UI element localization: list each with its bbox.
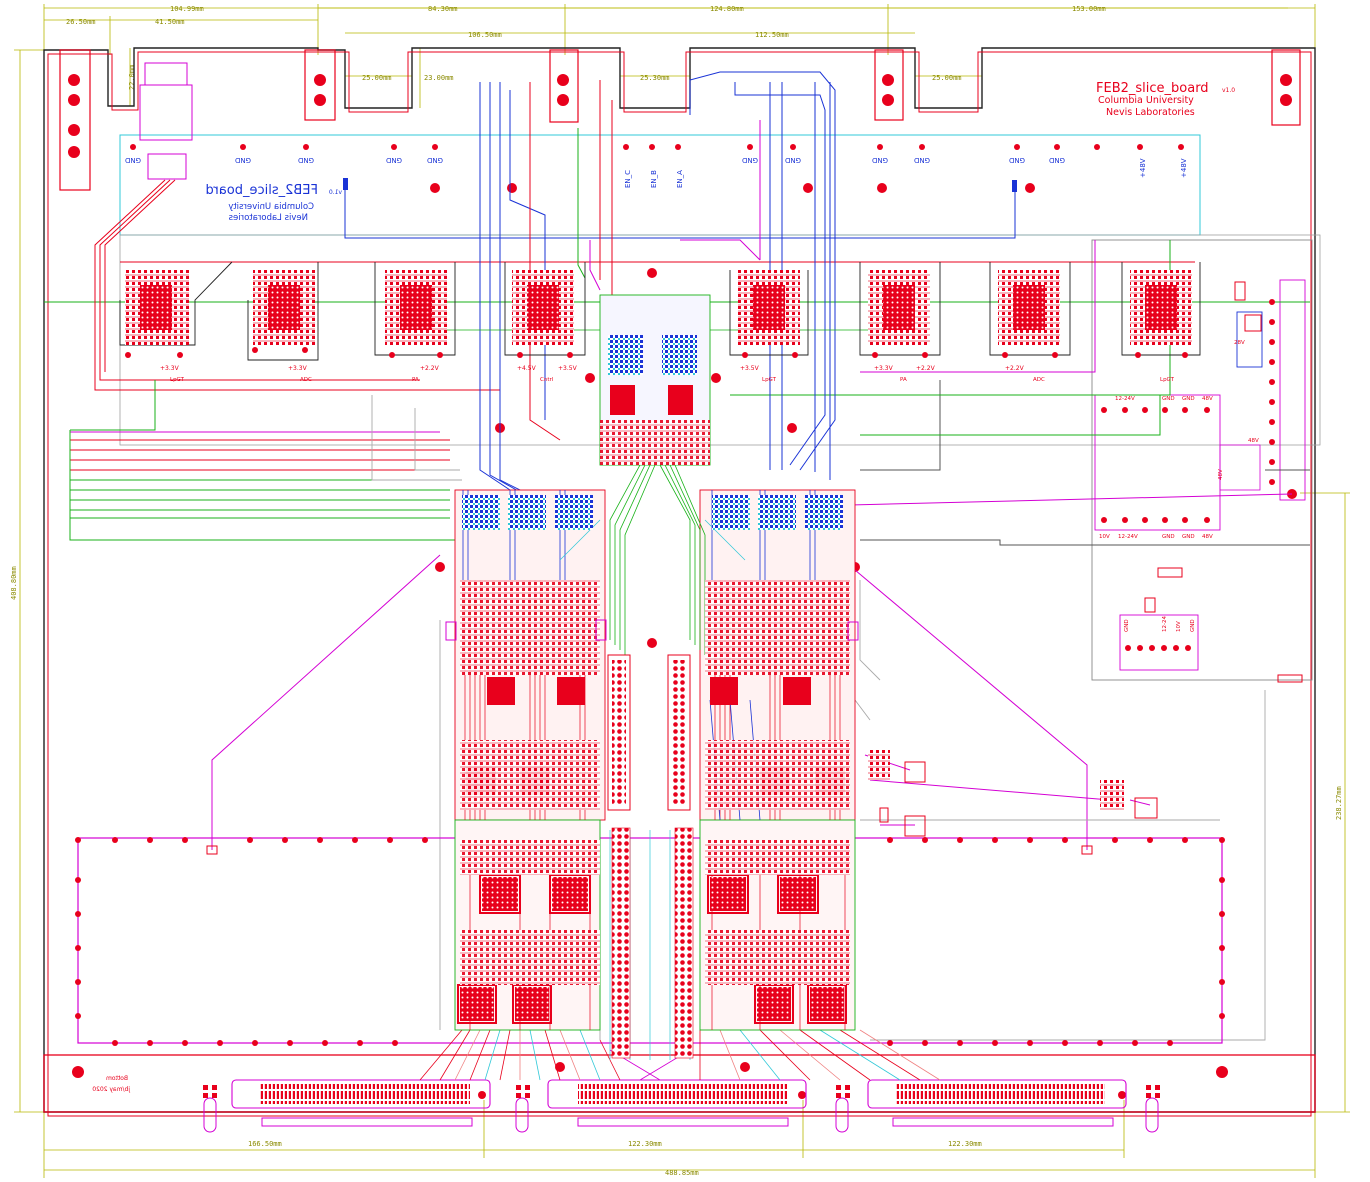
mirror-title: FEB2_slice_board (205, 183, 318, 198)
dim-25-00-a: 25.00mm (362, 74, 392, 82)
fanout-traces (419, 1029, 941, 1081)
reg-voltage: +3.3V (874, 365, 894, 372)
side-label: 48V (1248, 438, 1259, 444)
board-version: v1.0 (1222, 87, 1235, 94)
mirror-version: v1.0 (329, 189, 342, 196)
reg-voltage: +4.5V (517, 365, 537, 372)
bottom-edge-connectors (43, 1054, 1316, 1133)
dim-106-50: 106.50mm (468, 31, 502, 39)
reg-sub-label: ADC (300, 377, 312, 383)
dim-238-27: 238.27mm (1335, 786, 1343, 820)
diagonal-traces (211, 239, 1151, 850)
conn-label: GND (1182, 396, 1195, 402)
dim-26-50: 26.50mm (66, 18, 96, 26)
plus48-label: +48V (1180, 158, 1188, 178)
gnd-label: GND (386, 156, 402, 164)
conn-label: 12-24V (1118, 534, 1138, 540)
conn-label: GND (1162, 534, 1175, 540)
conn-label: 48V (1202, 534, 1213, 540)
gnd-label: GND (235, 156, 251, 164)
gnd-label: GND (872, 156, 888, 164)
reg-voltage: +2.2V (916, 365, 936, 372)
dim-25-30: 25.30mm (640, 74, 670, 82)
title-block: FEB2_slice_board v1.0 Columbia Universit… (92, 81, 1235, 1093)
reg-sub-label: LpGT (170, 377, 185, 383)
gnd-pads (130, 144, 1184, 150)
dim-84-30: 84.30mm (428, 5, 458, 13)
dim-166-50: 166.50mm (248, 1140, 282, 1148)
footer-line2: jb/may 2020 (92, 1086, 131, 1093)
footer-line1: Bottom (106, 1075, 128, 1082)
dim-122-30-b: 122.30mm (948, 1140, 982, 1148)
dim-153-00: 153.00mm (1072, 5, 1106, 13)
dim-22-0: 22.0mm (128, 65, 136, 90)
conn-label: 48V (1202, 396, 1213, 402)
gnd-label: GND (427, 156, 443, 164)
reg-voltage: +3.3V (160, 365, 180, 372)
top-connectors (59, 49, 1301, 191)
reg-sub-label: PA (900, 377, 907, 383)
dim-23-00: 23.00mm (424, 74, 454, 82)
term-label: GND (1124, 619, 1130, 632)
gnd-labels: GND GND GND GND GND GND GND GND GND GND … (125, 156, 1188, 188)
term-label: 12-24 (1162, 616, 1168, 632)
mirror-org2: Nevis Laboratories (228, 213, 308, 223)
reg-voltage: +3.5V (558, 365, 578, 372)
gnd-label: GND (914, 156, 930, 164)
org-line1: Columbia University (1098, 95, 1194, 106)
dim-112-50: 112.50mm (755, 31, 789, 39)
reg-voltage: +3.3V (288, 365, 308, 372)
silkscreen-outlines (119, 134, 1321, 681)
dimension-labels: 26.50mm 104.99mm 41.50mm 84.30mm 106.50m… (10, 5, 1343, 1177)
reg-sub-label: Cntrl (540, 377, 554, 383)
reg-voltage: +2.2V (420, 365, 440, 372)
conn-label: 10V (1099, 534, 1110, 540)
side-label: 28V (1234, 340, 1245, 346)
dim-408-80: 408.80mm (10, 566, 18, 600)
plus48-label: +48V (1139, 158, 1147, 178)
side-label: 48V (1218, 469, 1224, 480)
conn-label: GND (1182, 534, 1195, 540)
gnd-label: GND (1049, 156, 1065, 164)
dim-488-85: 488.85mm (665, 1169, 699, 1177)
enable-label: EN_C (624, 170, 632, 188)
connector-frame (75, 837, 1225, 1046)
reg-voltage: +2.2V (1005, 365, 1025, 372)
board-inner-outline (47, 51, 1312, 1117)
power-input-block: 12-24V GND GND 48V 10V 12-24V GND GND 48… (343, 178, 1303, 837)
dimension-lines (14, 4, 1350, 1178)
term-label: GND (1190, 619, 1196, 632)
dim-122-30-a: 122.30mm (628, 1140, 662, 1148)
reg-sub-label: ADC (1033, 377, 1045, 383)
central-region (440, 294, 870, 1060)
conn-label: GND (1162, 396, 1175, 402)
gnd-label: GND (1009, 156, 1025, 164)
gnd-label: GND (125, 156, 141, 164)
reg-sub-label: LpGT (762, 377, 777, 383)
org-line2: Nevis Laboratories (1106, 107, 1195, 118)
reg-sub-label: PA (412, 377, 419, 383)
dim-41-50: 41.50mm (155, 18, 185, 26)
board-outline (43, 47, 1316, 1113)
enable-label: EN_B (650, 170, 658, 188)
gnd-label: GND (742, 156, 758, 164)
gnd-label: GND (785, 156, 801, 164)
dim-104-99: 104.99mm (170, 5, 204, 13)
enable-label: EN_A (676, 170, 684, 188)
dim-25-00-b: 25.00mm (932, 74, 962, 82)
mirror-org1: Columbia University (228, 202, 314, 212)
dim-124-80: 124.80mm (710, 5, 744, 13)
conn-label: 12-24V (1115, 396, 1135, 402)
regulator-row: +3.3V +3.3V +2.2V +4.5V +3.5V +3.5V +3.3… (119, 261, 1201, 383)
reg-sub-label: LpGT (1160, 377, 1175, 383)
reg-voltage: +3.5V (740, 365, 760, 372)
gnd-label: GND (298, 156, 314, 164)
term-label: 10V (1176, 621, 1182, 632)
board-title: FEB2_slice_board (1096, 81, 1209, 96)
